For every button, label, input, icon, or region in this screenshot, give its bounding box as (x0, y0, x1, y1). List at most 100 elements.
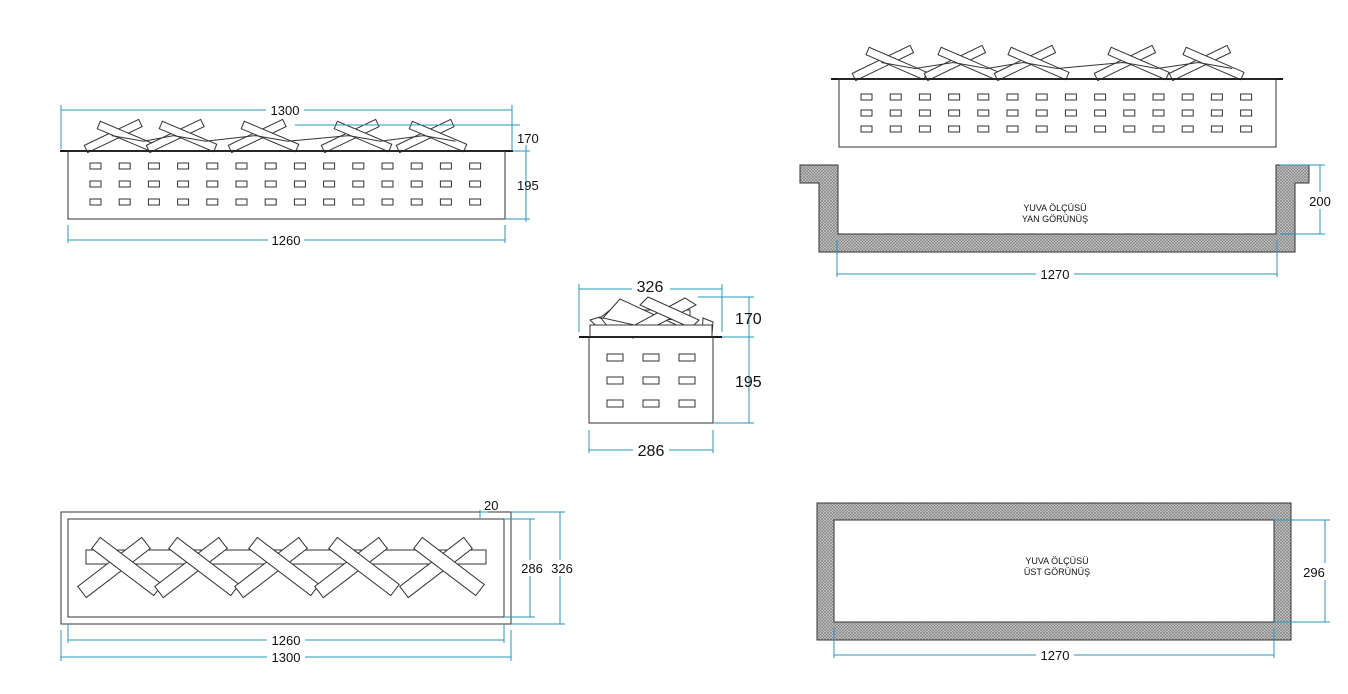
log-bar (1107, 46, 1170, 81)
vent-slot (323, 162, 336, 170)
insert-front-view (831, 44, 1283, 148)
side-flame-height-dimension: 170 (698, 296, 762, 338)
vent-slot (948, 109, 961, 117)
vent-slot (410, 162, 423, 170)
niche-side-height-dimension: 200 (1280, 164, 1335, 235)
log-outline (111, 135, 456, 142)
niche-top-title-line2: ÜST GÖRÜNÜŞ (1024, 567, 1090, 577)
vent-slot (1152, 93, 1165, 101)
side-log-set (589, 296, 714, 339)
vent-slot (235, 162, 248, 170)
vent-slot (264, 162, 277, 170)
vent-slot (352, 180, 365, 188)
log-outline (881, 61, 1233, 70)
vent-slot (918, 109, 931, 117)
vent-slot (1152, 125, 1165, 133)
vent-slot (381, 198, 394, 206)
vent-slot (1064, 93, 1077, 101)
vent-slot (439, 180, 452, 188)
vent-slot (606, 353, 624, 362)
front-body-height-label: 195 (517, 178, 539, 193)
vent-slot (860, 125, 873, 133)
niche-top-width-dimension: 1270 (833, 628, 1275, 663)
vent-slot (1094, 109, 1107, 117)
front-total-width-label: 1300 (271, 103, 300, 118)
niche-side-wall (799, 164, 1310, 253)
vent-slot (323, 180, 336, 188)
front-body-width-label: 1260 (272, 233, 301, 248)
vent-slot (206, 198, 219, 206)
niche-side-title-line2: YAN GÖRÜNÜŞ (1022, 214, 1088, 224)
vent-slot (889, 125, 902, 133)
vent-slot (293, 180, 306, 188)
top-inner-width-label: 1260 (272, 633, 301, 648)
side-body-width-dimension: 286 (588, 430, 714, 460)
vent-slot (977, 125, 990, 133)
vent-slot (1181, 109, 1194, 117)
vent-slot (1210, 109, 1223, 117)
side-flame-height-label: 170 (735, 311, 762, 328)
insert-body (838, 78, 1277, 148)
vent-slot (206, 180, 219, 188)
vent-slot (918, 93, 931, 101)
top-total-depth-dimension: 326 (511, 511, 575, 625)
vent-slot (1006, 93, 1019, 101)
niche-top-view: YUVA ÖLÇÜSÜ ÜST GÖRÜNÜŞ 296 1270 (816, 502, 1330, 663)
vent-slot (1123, 93, 1136, 101)
top-total-width-dimension: 1300 (60, 630, 512, 665)
log-bar (168, 536, 240, 597)
side-body-height-label: 195 (735, 374, 762, 391)
vent-slot (1035, 109, 1048, 117)
front-log-set (83, 118, 468, 154)
niche-top-width-label: 1270 (1041, 648, 1070, 663)
top-inner-depth-dimension: 286 (504, 518, 545, 618)
vent-slot (293, 198, 306, 206)
vent-slot (439, 162, 452, 170)
vent-slot (1210, 125, 1223, 133)
vent-slot (1123, 109, 1136, 117)
vent-slot (206, 162, 219, 170)
vent-slot (410, 180, 423, 188)
vent-slot (177, 180, 190, 188)
vent-slot (642, 399, 660, 408)
niche-top-opening (833, 519, 1275, 623)
vent-slot (1181, 93, 1194, 101)
vent-slot (469, 162, 482, 170)
vent-slot (235, 198, 248, 206)
vent-slot (918, 125, 931, 133)
vent-slot (678, 376, 696, 385)
vent-slot (323, 198, 336, 206)
vent-slot (264, 180, 277, 188)
side-vent-slots (606, 353, 696, 408)
front-body-width-dimension: 1260 (67, 225, 506, 248)
log-bar (413, 536, 485, 597)
vent-slot (118, 180, 131, 188)
front-flame-height-dimension: 170 (295, 124, 539, 151)
side-view: 326 170 195 286 (578, 277, 762, 460)
vent-slot (1035, 125, 1048, 133)
niche-side-height-label: 200 (1309, 194, 1331, 209)
vent-slot (889, 93, 902, 101)
vent-slot (642, 376, 660, 385)
niche-top-depth-dimension: 296 (1274, 519, 1330, 623)
top-frame-width-dimension: 20 (479, 498, 498, 518)
vent-slot (264, 198, 277, 206)
top-view: 20 286 326 1260 1300 (60, 498, 575, 665)
vent-slot (147, 162, 160, 170)
log-bar (91, 536, 163, 597)
vent-slot (147, 198, 160, 206)
vent-slot (381, 180, 394, 188)
vent-slot (1240, 109, 1253, 117)
vent-slot (177, 162, 190, 170)
vent-slot (1152, 109, 1165, 117)
vent-slot (352, 198, 365, 206)
vent-slot (1006, 125, 1019, 133)
vent-slot (89, 198, 102, 206)
top-outer-frame (60, 511, 512, 625)
top-total-depth-label: 326 (551, 561, 573, 576)
vent-slot (1035, 93, 1048, 101)
niche-side-width-dimension: 1270 (836, 240, 1278, 282)
top-log-set (77, 536, 487, 599)
vent-slot (469, 180, 482, 188)
